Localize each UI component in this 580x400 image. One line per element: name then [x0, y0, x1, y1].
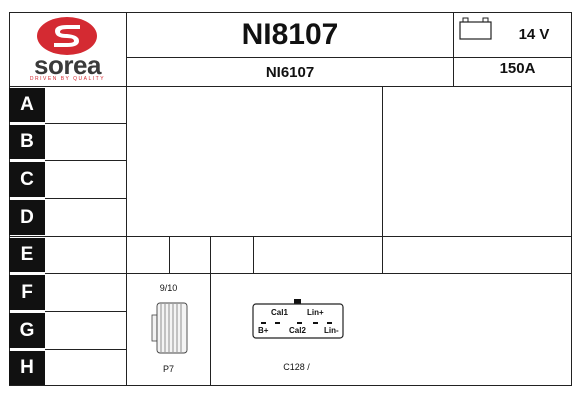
row-label-h: H [9, 351, 45, 385]
header-divider-logo [126, 12, 127, 86]
row-line-gh [45, 349, 126, 350]
row-line-de [9, 236, 572, 237]
row-line-ef [45, 273, 572, 274]
row-label-c: C [9, 162, 45, 197]
connector-icon: Cal1 Lin+ B+ Cal2 Lin- [251, 298, 345, 340]
connector-label-lin-plus: Lin+ [307, 308, 324, 317]
row-line-cd [45, 198, 126, 199]
row-label-d: D [9, 200, 45, 235]
connector-label-b-plus: B+ [258, 326, 269, 335]
row-line-fg [45, 311, 126, 312]
body-right-divider [382, 86, 383, 273]
connector-label-cal2: Cal2 [289, 326, 306, 335]
pulley-icon [148, 299, 190, 357]
connector-label-lin-minus: Lin- [324, 326, 339, 335]
alt-reference: NI6107 [265, 63, 315, 81]
brand-name: sorea [34, 49, 101, 80]
row-line-bc [45, 160, 126, 161]
row-line-ab [45, 123, 126, 124]
connector-label-cal1: Cal1 [271, 308, 288, 317]
pulley-top-label: 9/10 [159, 283, 178, 293]
pulley-bottom-label: P7 [162, 364, 174, 374]
connector-code: C128 / [283, 362, 310, 372]
row-e-divider-1 [169, 236, 170, 273]
row-label-g: G [9, 313, 45, 348]
amperage-value: 150A [499, 59, 536, 77]
row-label-a: A [9, 88, 45, 122]
header-mid-line [126, 57, 572, 58]
header-bottom-line [9, 86, 572, 87]
spec-sheet-frame [9, 12, 572, 386]
row-label-e: E [9, 238, 45, 272]
battery-icon [459, 15, 493, 41]
row-e-divider-2 [210, 236, 211, 386]
row-label-f: F [9, 275, 45, 310]
part-number: NI8107 [241, 18, 339, 51]
row-e-divider-3 [253, 236, 254, 273]
header-divider-specs [453, 12, 454, 86]
voltage-value: 14 V [518, 25, 550, 43]
sorea-logo-icon [37, 17, 97, 55]
brand-logo: sorea DRIVEN BY QUALITY [10, 13, 125, 85]
brand-tagline: DRIVEN BY QUALITY [29, 76, 106, 82]
row-label-b: B [9, 125, 45, 159]
